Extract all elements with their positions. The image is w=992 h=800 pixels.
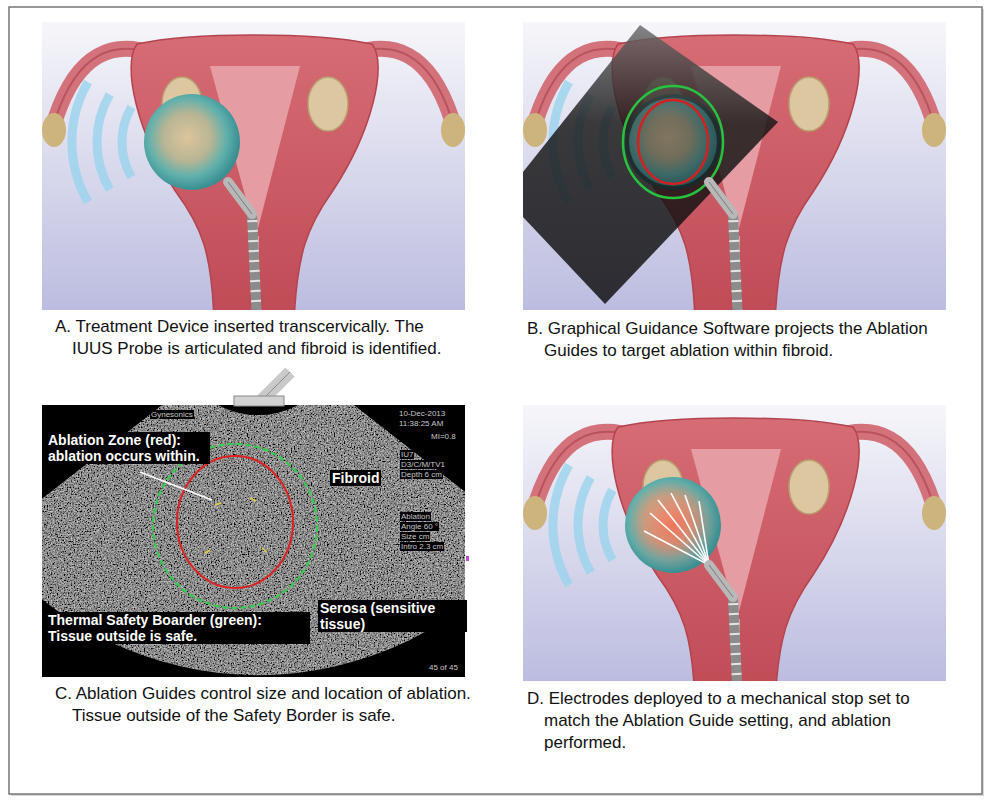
caption-panel: B. Graphical Guidance Software projects … [527,318,957,362]
image-label: Ablation Zone (red): ablation occurs wit… [46,432,210,464]
ultrasound-readout: Ablation [400,512,431,521]
caption-text: D. Electrodes deployed to a mechanical s… [527,688,957,754]
ultrasound-readout: Depth 6 cm [400,470,443,479]
ultrasound-readout: 10-Dec-2013 [398,409,446,418]
caption-text: C. Ablation Guides control size and loca… [55,683,475,727]
image-label: Thermal Safety Boarder (green): Tissue o… [46,612,310,644]
caption-panel: D. Electrodes deployed to a mechanical s… [527,688,957,754]
ultrasound-readout: Size cm [400,532,430,541]
caption-text: B. Graphical Guidance Software projects … [527,318,957,362]
ultrasound-readout: MI=0.8 [430,432,457,441]
caption-panel: C. Ablation Guides control size and loca… [55,683,475,727]
image-label: Serosa (sensitive tissue) [318,600,467,632]
caption-text: A. Treatment Device inserted transcervic… [55,316,465,360]
ultrasound-readout: Angle 60 ° [400,522,439,531]
ultrasound-readout: Gynesonics [150,410,194,419]
ultrasound-readout: D3/C/M/TV1 [400,460,446,469]
ultrasound-readout: 11:38:25 AM [398,419,444,428]
ultrasound-readout: 45 of 45 [428,663,459,672]
image-label: Fibroid [330,470,381,486]
ultrasound-readout: Intro 2.3 cm [400,542,444,551]
caption-panel: A. Treatment Device inserted transcervic… [55,316,465,360]
ultrasound-readout: IU7 [400,450,414,459]
